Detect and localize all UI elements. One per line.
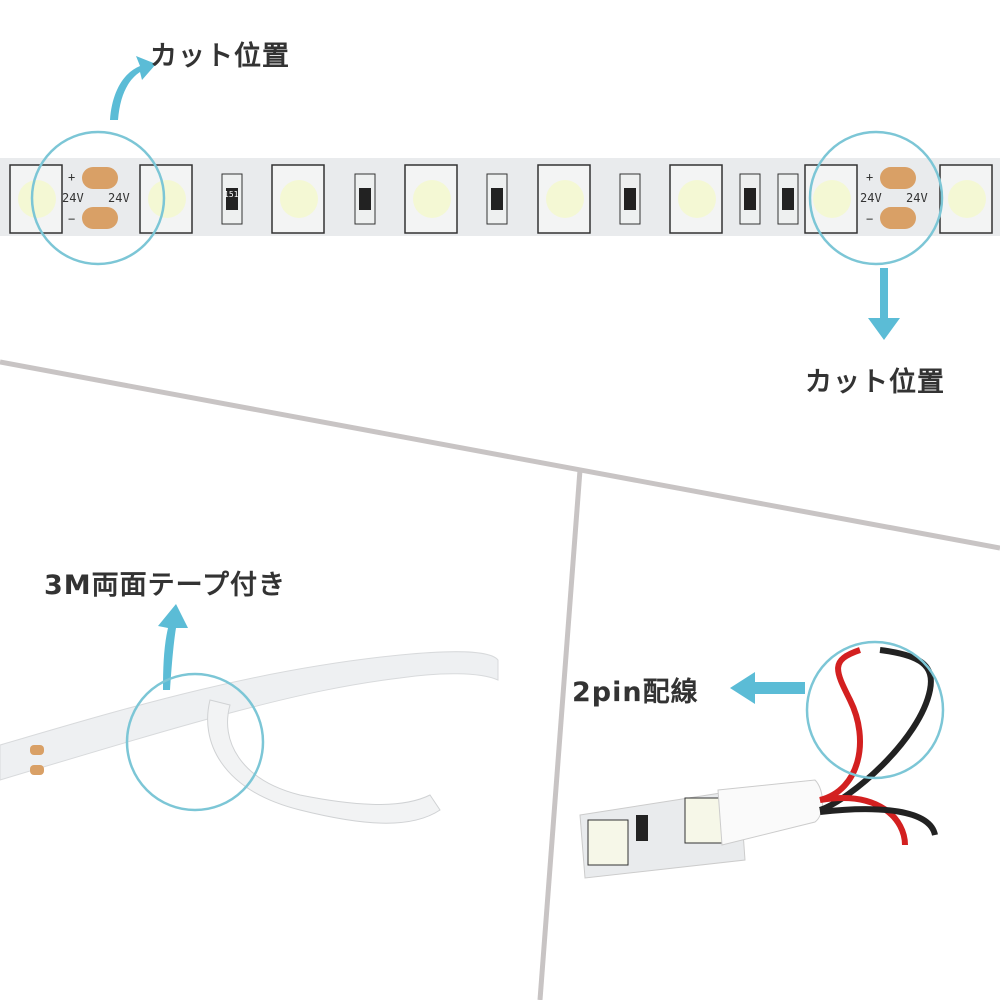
led-emitter: [546, 180, 584, 218]
resistor-body: [359, 188, 371, 210]
led-emitter: [148, 180, 186, 218]
led-emitter: [948, 180, 986, 218]
led-emitter: [280, 180, 318, 218]
wiring-label: 2pin配線: [572, 677, 699, 708]
led-emitter: [413, 180, 451, 218]
divider-vertical: [537, 469, 583, 1000]
black-wire: [818, 647, 934, 813]
cut-position-label-right: カット位置: [805, 367, 945, 398]
led-strip-curl: [0, 651, 499, 781]
red-wire: [819, 647, 863, 803]
arrow-left-icon: [730, 672, 805, 704]
plus-marking-right: +: [866, 170, 874, 184]
voltage-marking-right-2: 24V: [906, 191, 928, 205]
resistor-body: [744, 188, 756, 210]
led-emitter: [813, 180, 851, 218]
solder-pads-right: [880, 167, 916, 229]
cut-circle-right: [808, 130, 944, 266]
minus-marking-right: −: [866, 212, 874, 226]
voltage-marking-left-2: 24V: [108, 191, 130, 205]
resistor-body: [226, 188, 238, 210]
divider-horizontal: [0, 359, 1000, 551]
minus-marking: −: [68, 212, 76, 226]
cut-circle-left: [30, 130, 166, 266]
solder-pads-left: [82, 167, 118, 229]
wire-circle: [805, 640, 945, 780]
tape-label: 3M両面テープ付き: [44, 570, 287, 601]
resistor-body: [782, 188, 794, 210]
plus-marking: +: [68, 170, 76, 184]
led-emitter: [18, 180, 56, 218]
resistor-marking: 151: [224, 190, 239, 199]
connector: [717, 779, 823, 846]
led-emitter: [678, 180, 716, 218]
tape-circle: [125, 672, 265, 812]
resistor-body: [624, 188, 636, 210]
tape-backing: [207, 699, 441, 824]
resistor-body: [491, 188, 503, 210]
voltage-marking-right: 24V: [860, 191, 882, 205]
resistors: [221, 173, 799, 225]
voltage-marking-left: 24V: [62, 191, 84, 205]
cut-position-label-top: カット位置: [150, 41, 290, 72]
arrow-up-tape-icon: [158, 604, 188, 690]
arrow-down-icon: [868, 268, 900, 340]
arrow-up-icon: [110, 56, 156, 120]
